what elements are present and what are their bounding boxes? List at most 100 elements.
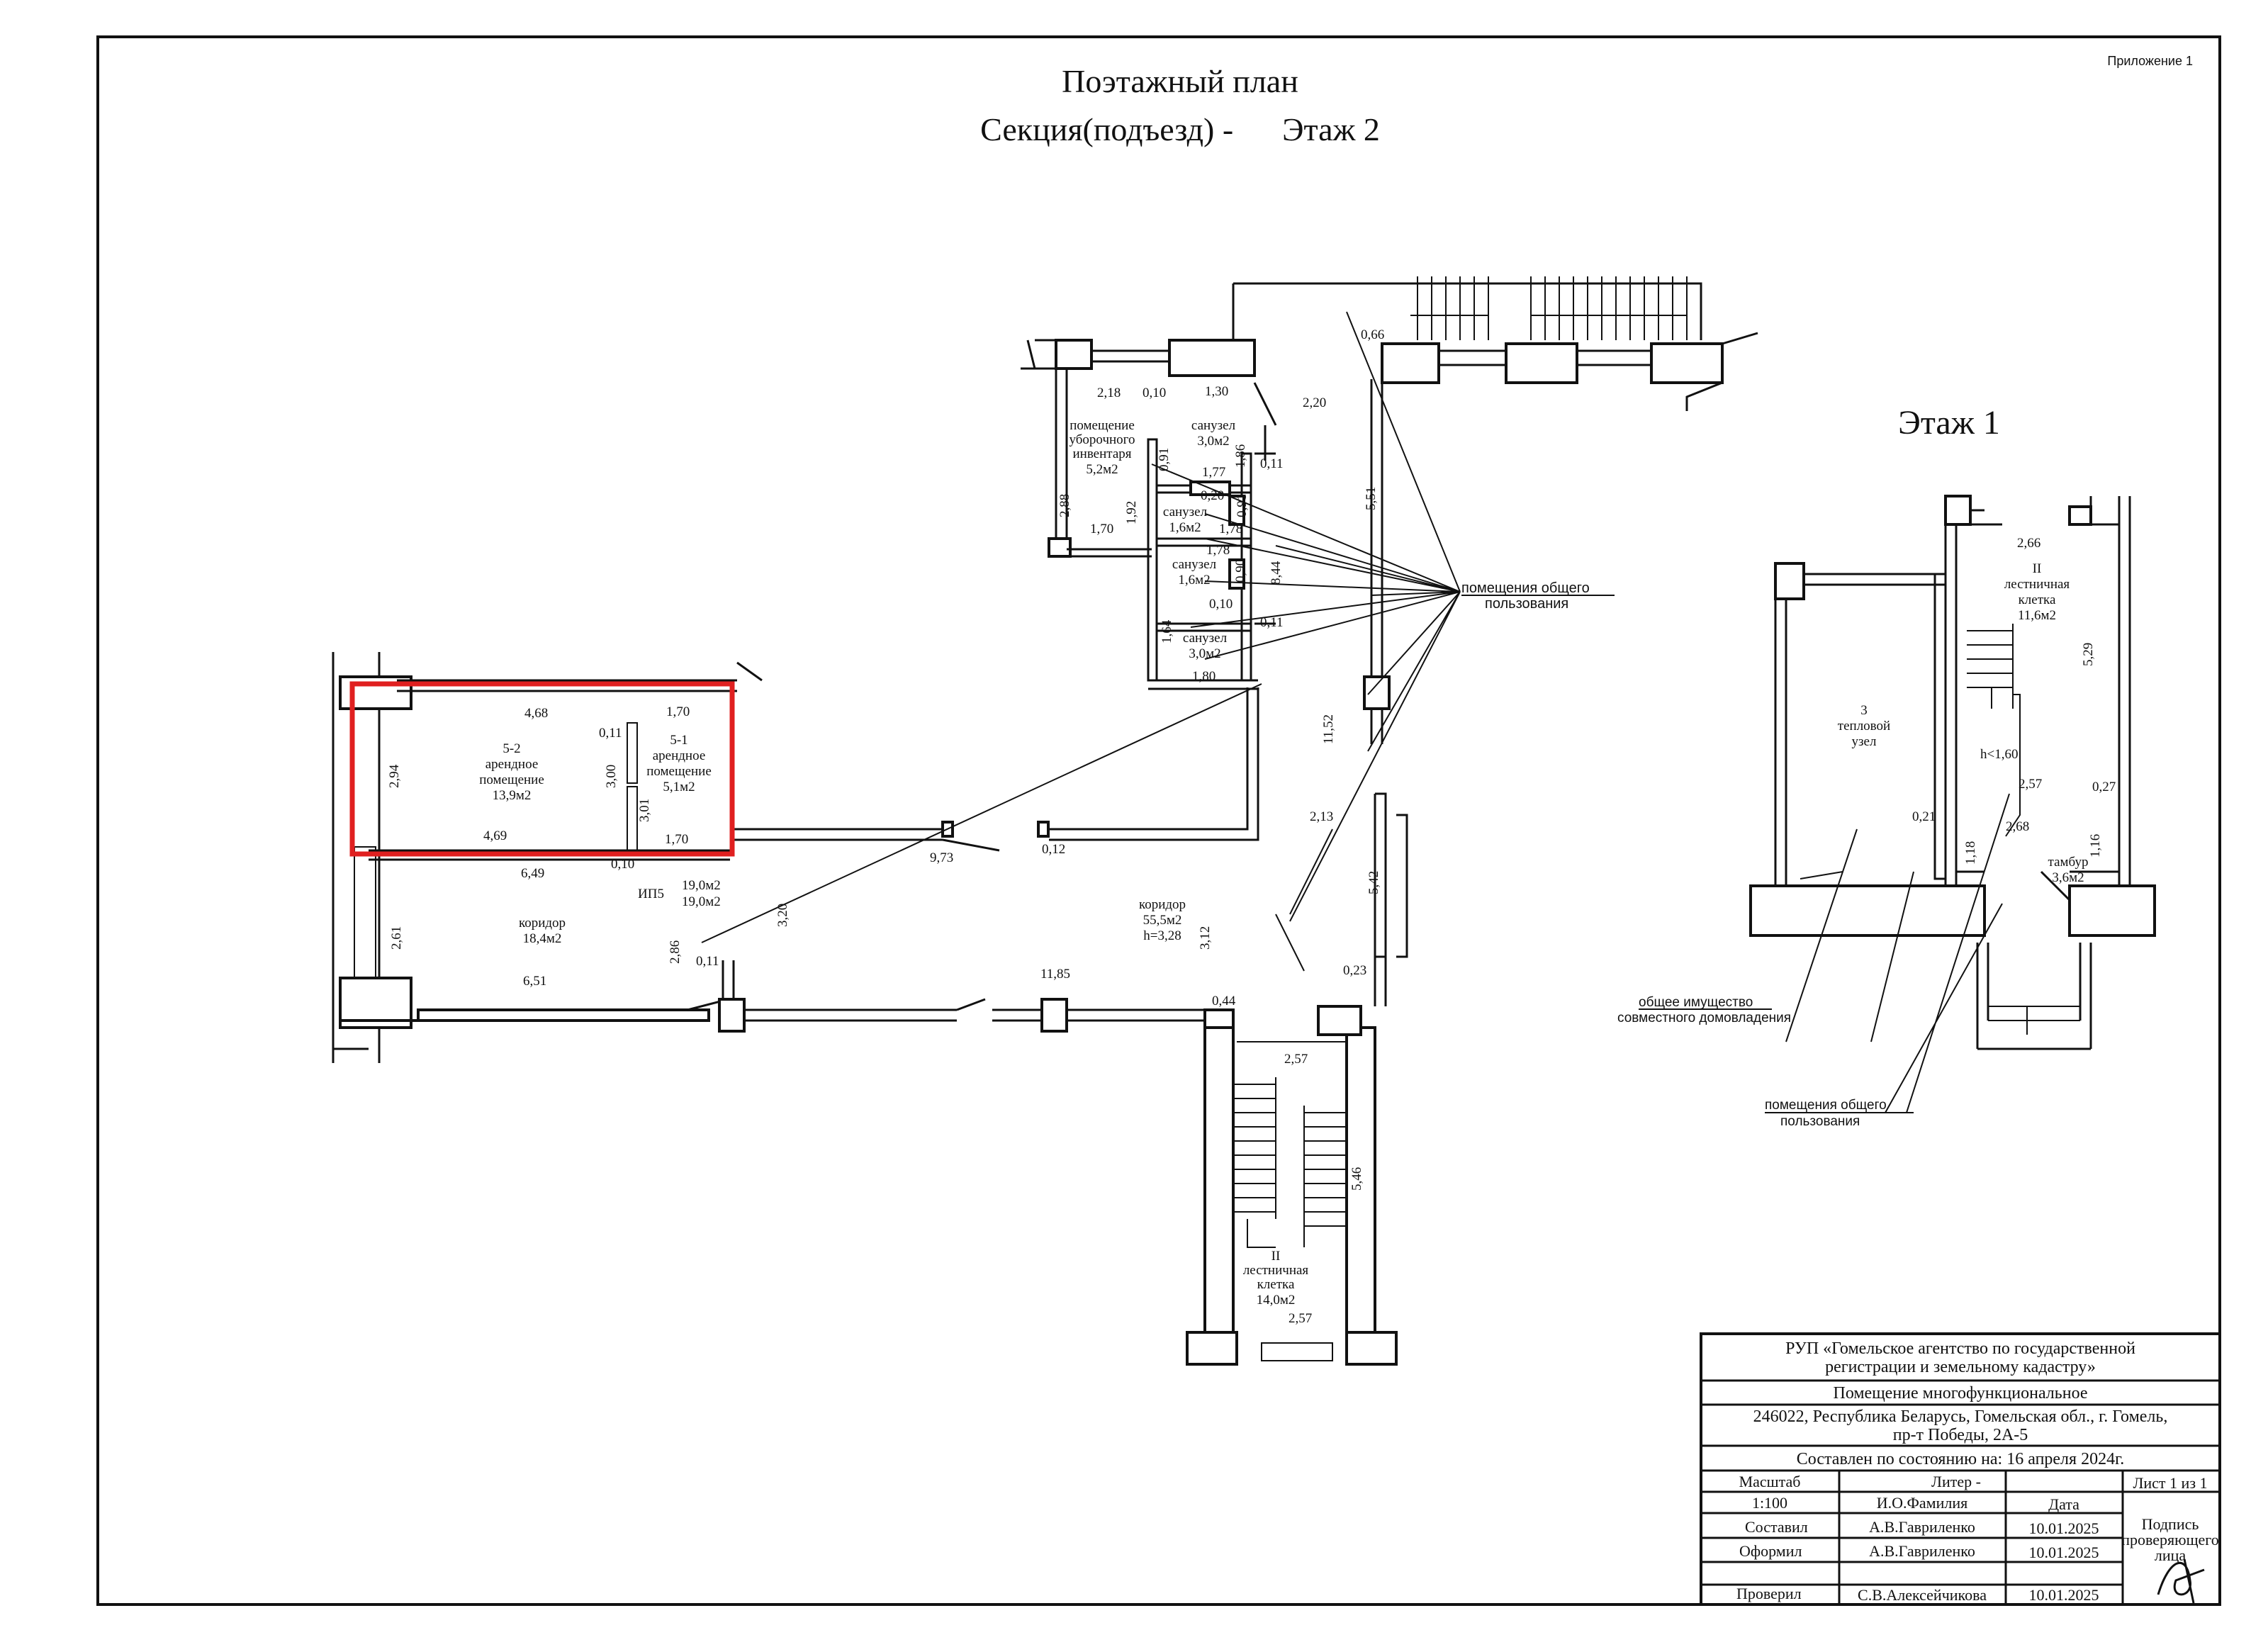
east-wall-upper (1370, 379, 1383, 680)
signer-name: А.В.Гавриленко (1869, 1518, 1975, 1536)
corridor-south-wall (1067, 1008, 1205, 1022)
dimension-label: 8,44 (1269, 561, 1284, 585)
wall-stub (1228, 495, 1245, 526)
room-area: 18,4м2 (523, 931, 562, 946)
dimension-label: 1,70 (1090, 522, 1113, 536)
dimension-label: 11,52 (1321, 714, 1336, 744)
drawing-frame (96, 35, 2221, 1606)
object-name: Помещение многофункциональное (1833, 1384, 2087, 1403)
wall-stub (1037, 821, 1050, 838)
plan-title: Поэтажный план (1062, 63, 1298, 99)
wall-rooms-south (369, 849, 730, 861)
f1-stair-rail (2005, 694, 2021, 837)
east-wall (1370, 709, 1383, 744)
signature-label: лица (2155, 1546, 2186, 1564)
room-label: помещение (479, 772, 544, 787)
dimension-label: 2,20 (1303, 395, 1326, 410)
f1-entrance (1976, 943, 2092, 1050)
door-swing (1253, 382, 1277, 461)
room-wc-1: санузел 3,0м2 (1191, 418, 1236, 449)
scale-value: 1:100 (1752, 1494, 1787, 1512)
dimension-label: 2,88 (1057, 494, 1072, 517)
dimension-label: 1,78 (1206, 543, 1230, 558)
room-number: II (2033, 561, 2042, 576)
wall-pier (1650, 342, 1724, 384)
dimension-label: 1,92 (1124, 501, 1139, 524)
room-5-1: 5-1 арендное помещение 5,1м2 (646, 733, 712, 794)
signer-date: 10.01.2025 (2029, 1586, 2099, 1604)
room-cleaning: помещение уборочного инвентаря 5,2м2 (1070, 418, 1135, 477)
door-stub (1254, 452, 1276, 625)
f1-wall (1983, 900, 2071, 935)
dimension-label: 2,86 (668, 940, 683, 964)
wall-pier (1168, 339, 1256, 377)
room-label: инвентаря (1072, 446, 1131, 461)
corridor-south-wall (744, 998, 1043, 1022)
dimension-label: 0,21 (1912, 809, 1936, 824)
room-wc-2: санузел 1,6м2 (1163, 505, 1208, 535)
room-label: узел (1852, 734, 1877, 749)
floor2-plan: 5-2 арендное помещение 13,9м2 5-1 арендн… (332, 276, 1758, 1366)
room-stair-2: II лестничная клетка 14,0м2 (1243, 1249, 1309, 1308)
floor1-title: Этаж 1 (1898, 404, 2000, 442)
dimension-label: 1,70 (665, 832, 688, 847)
callout-text: помещения общего (1461, 580, 1590, 596)
title-block: РУП «Гомельское агентство по государстве… (1700, 1332, 2221, 1606)
dimension-label: 2,68 (2006, 819, 2029, 834)
room-area: 5,1м2 (663, 780, 695, 794)
dimension-label: 0,10 (611, 857, 634, 872)
callout-text: помещения общего (1765, 1098, 1887, 1113)
room-label: арендное (653, 748, 706, 763)
wall-north-rooms (397, 679, 737, 692)
corridor-south-door (418, 999, 724, 1011)
dimension-label: 11,85 (1040, 967, 1070, 982)
room-area: 11,6м2 (2018, 608, 2056, 623)
room-number: 5-2 (503, 741, 520, 756)
ip5-area: 19,0м2 (682, 894, 721, 909)
room-label: тамбур (2048, 855, 2089, 870)
dimension-label: 0,12 (1042, 842, 1065, 857)
dimension-label: 0,44 (1212, 994, 1236, 1008)
sheet-number: Лист 1 из 1 (2133, 1474, 2207, 1492)
dimension-label: 1,80 (1192, 669, 1216, 684)
dimension-label: 5,51 (1364, 487, 1379, 510)
callout-text: совместного домовладения (1617, 1011, 1791, 1025)
room-label: арендное (485, 757, 539, 772)
ip5-code: ИП5 (638, 887, 664, 901)
room-wc-3: санузел 1,6м2 (1172, 557, 1217, 588)
room-label: лестничная (2004, 577, 2070, 592)
signer-row: Оформил А.В.Гавриленко 10.01.2025 (1739, 1542, 2099, 1561)
dimension-label: 0,11 (1260, 615, 1284, 630)
north-window (1091, 349, 1169, 363)
wall-pier (1345, 1331, 1398, 1366)
f1-steps (1988, 1006, 2080, 1035)
room-label: санузел (1172, 557, 1217, 572)
wall-pier (1055, 339, 1093, 370)
wall-pier (1505, 342, 1578, 384)
dimension-label: 9,73 (930, 850, 953, 865)
dimension-label: 0,11 (599, 726, 622, 741)
room-label: коридор (1139, 897, 1186, 912)
dimension-label: 2,57 (1289, 1311, 1312, 1326)
wc-south-wall (1148, 679, 1258, 690)
f1-leaders-common (1885, 793, 2010, 1113)
dimension-label: 0,11 (696, 954, 719, 969)
dimension-label: 1,86 (1233, 444, 1248, 468)
corridor-north-wall (730, 687, 1259, 852)
dimension-label: 5,42 (1366, 871, 1381, 894)
service-south (1067, 548, 1152, 558)
floor1-plan: II лестничная клетка 11,6м2 3 тепловой у… (1617, 495, 2156, 1129)
east-wall-mid (1396, 814, 1408, 958)
dimension-label: 2,94 (387, 764, 402, 788)
height-note: h<1,60 (1980, 747, 2018, 762)
wall-pier (1774, 562, 1805, 600)
f1-wall (1774, 573, 1946, 889)
dimension-label: 2,61 (389, 926, 404, 950)
dimension-label: 1,77 (1202, 465, 1225, 480)
dimension-label: 0,23 (1343, 963, 1366, 978)
liter-label: Литер - (1931, 1473, 1981, 1490)
f1-vestibule (1956, 870, 2119, 901)
dimension-label: 0,27 (2092, 780, 2116, 794)
signer-name: С.В.Алексейчикова (1858, 1586, 1987, 1604)
